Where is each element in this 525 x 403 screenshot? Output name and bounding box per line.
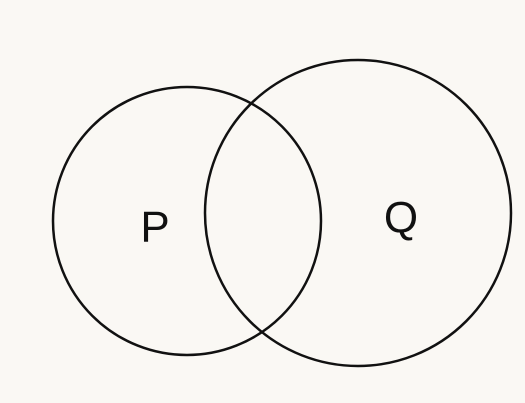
set-p-label: P	[140, 203, 169, 252]
set-q-label: Q	[384, 194, 418, 243]
set-p-circle	[51, 85, 323, 357]
set-q-circle	[203, 58, 513, 368]
